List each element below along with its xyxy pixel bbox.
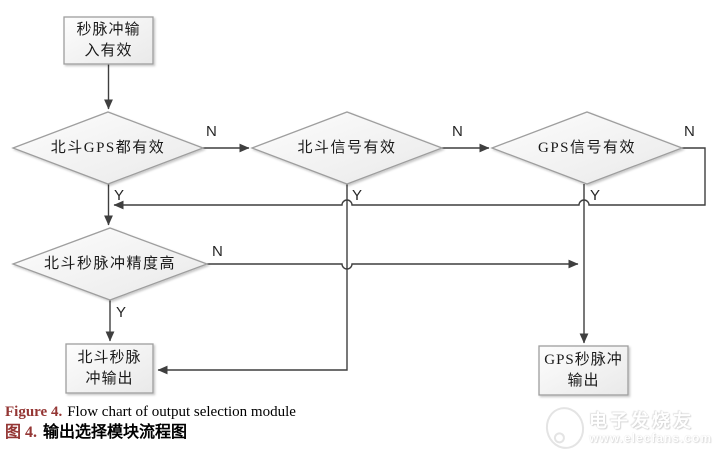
elecfans-watermark: 电子发烧友 www.elecfans.com: [542, 403, 712, 453]
shape-d3-diamond: [490, 111, 684, 185]
label-d3-yes: Y: [590, 187, 601, 204]
watermark-brand: 电子发烧友: [589, 411, 695, 431]
caption-figure-title-zh: 输出选择模块流程图: [43, 424, 188, 441]
caption-figure-title: Flow chart of output selection module: [67, 404, 296, 420]
shape-d4-diamond: [11, 227, 209, 301]
flowchart-shapes: [11, 16, 706, 396]
edge-d3-n-return: [113, 147, 706, 210]
shape-start-box: [63, 16, 154, 65]
label-d4-no: N: [212, 243, 223, 260]
label-d2-no: N: [452, 123, 463, 140]
edge-d2-y-to-beidou: [157, 184, 348, 375]
watermark-url: www.elecfans.com: [589, 431, 712, 445]
label-d1-yes: Y: [114, 187, 125, 204]
shape-beidou-output-box: [65, 343, 154, 394]
label-d1-no: N: [206, 123, 217, 140]
shape-d1-diamond: [11, 111, 205, 185]
caption-figure-number-zh: 图 4.: [5, 424, 38, 441]
figure-caption: Figure 4.Flow chart of output selection …: [5, 403, 565, 443]
caption-chinese: 图 4. 输出选择模块流程图: [5, 422, 565, 443]
shape-gps-output-box: [538, 345, 629, 396]
caption-figure-number: Figure 4.: [5, 404, 63, 420]
label-d4-yes: Y: [116, 304, 127, 321]
elecfans-watermark-text: 电子发烧友 www.elecfans.com: [589, 411, 712, 445]
flowchart-diagram: 秒脉冲输 入有效 北斗GPS都有效 北斗信号有效 GPS信号有效 北斗秒脉冲精度…: [11, 16, 706, 396]
label-d2-yes: Y: [352, 187, 363, 204]
shape-d2-diamond: [250, 111, 444, 185]
label-d3-no: N: [684, 123, 695, 140]
caption-english: Figure 4.Flow chart of output selection …: [5, 403, 565, 422]
edge-d4-n-to-gps-line: [207, 259, 579, 270]
